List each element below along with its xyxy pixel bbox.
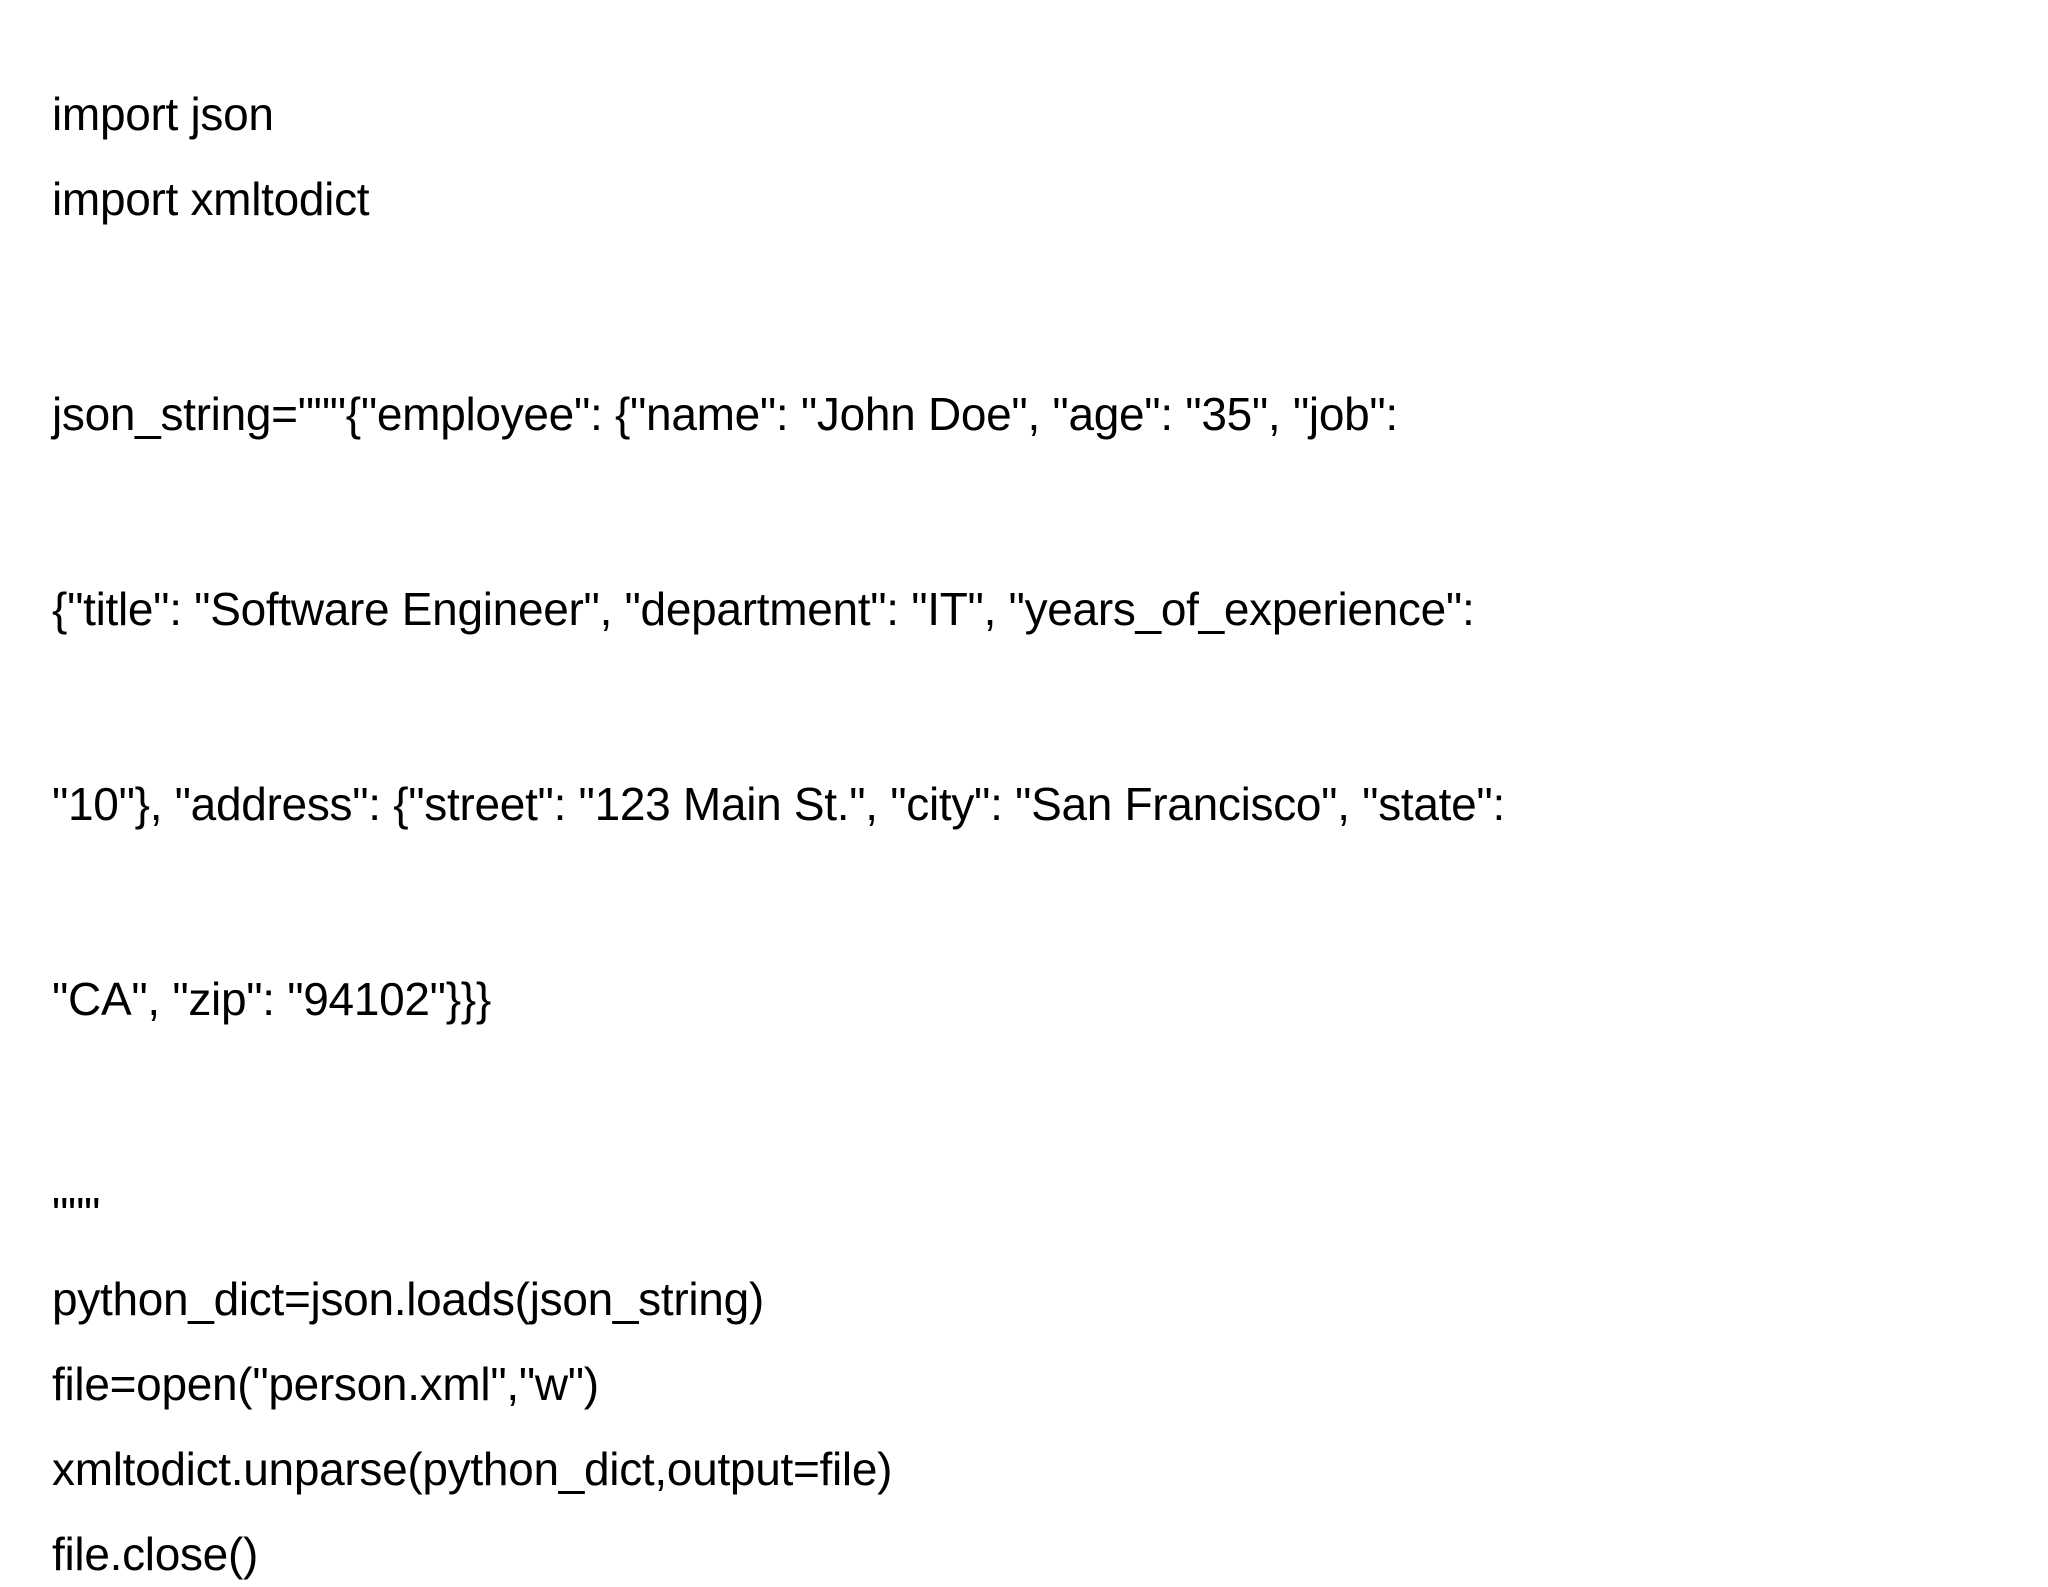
code-line-json-string-1: json_string="""{"employee": {"name": "Jo… bbox=[52, 388, 1398, 440]
code-line-import-xmltodict: import xmltodict bbox=[52, 173, 370, 225]
code-line-json-string-2: {"title": "Software Engineer", "departme… bbox=[52, 583, 1475, 635]
code-line-triple-quote-close: """ bbox=[52, 1188, 101, 1240]
code-line-xmltodict-unparse: xmltodict.unparse(python_dict,output=fil… bbox=[52, 1443, 893, 1495]
code-line-import-json: import json bbox=[52, 88, 274, 140]
code-line-json-string-4: "CA", "zip": "94102"}}} bbox=[52, 973, 491, 1025]
code-line-json-string-3: "10"}, "address": {"street": "123 Main S… bbox=[52, 778, 1505, 830]
code-line-file-close: file.close() bbox=[52, 1528, 259, 1580]
code-paragraph-json-string: json_string="""{"employee": {"name": "Jo… bbox=[52, 252, 2008, 1162]
code-line-file-open: file=open("person.xml","w") bbox=[52, 1358, 599, 1410]
code-line-json-loads: python_dict=json.loads(json_string) bbox=[52, 1273, 764, 1325]
page: { "page": { "background_color": "#ffffff… bbox=[52, 88, 1506, 1580]
code-document: import json import xmltodict json_string… bbox=[52, 88, 1505, 1580]
